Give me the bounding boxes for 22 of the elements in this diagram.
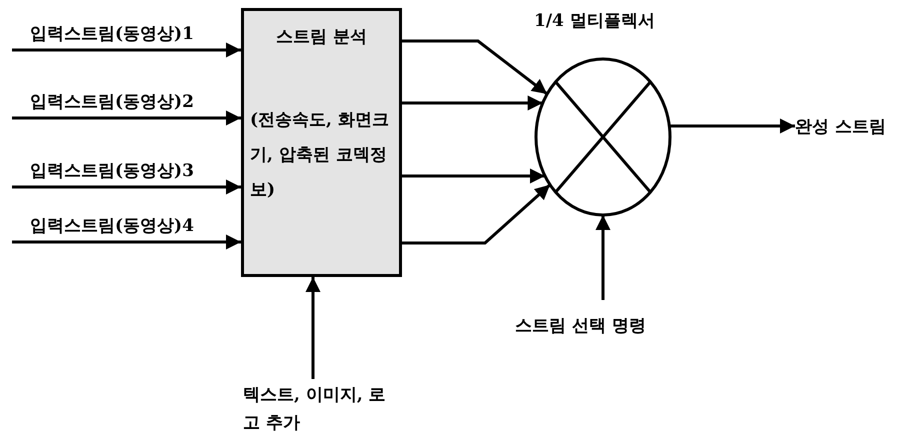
arrow: [306, 277, 320, 379]
process-box: [241, 8, 402, 277]
arrow: [402, 96, 543, 110]
arrow: [402, 40, 548, 96]
arrow: [402, 168, 545, 184]
text-label: 텍스트, 이미지, 로고 추가: [243, 381, 393, 436]
box-heading: 스트림 분석: [275, 26, 368, 48]
arrow: [12, 42, 241, 58]
arrow: [12, 234, 241, 250]
arrow: [596, 215, 610, 300]
box-text: (전송속도, 화면크기, 압축된 코덱정보): [250, 109, 390, 202]
edge-label: 입력스트림(동영상)1: [30, 23, 194, 45]
text-label: 스트림 선택 명령: [515, 312, 700, 338]
text-label: 완성 스트림: [795, 113, 907, 139]
arrow: [12, 180, 241, 194]
edge-label: 입력스트림(동영상)3: [30, 160, 194, 182]
arrow: [669, 118, 795, 134]
multiplexer-heading: 1/4 멀티플렉서: [534, 10, 655, 32]
edge-label: 입력스트림(동영상)2: [30, 91, 194, 113]
arrow: [402, 184, 551, 244]
arrow: [12, 110, 241, 126]
edge-label: 입력스트림(동영상)4: [30, 215, 194, 237]
